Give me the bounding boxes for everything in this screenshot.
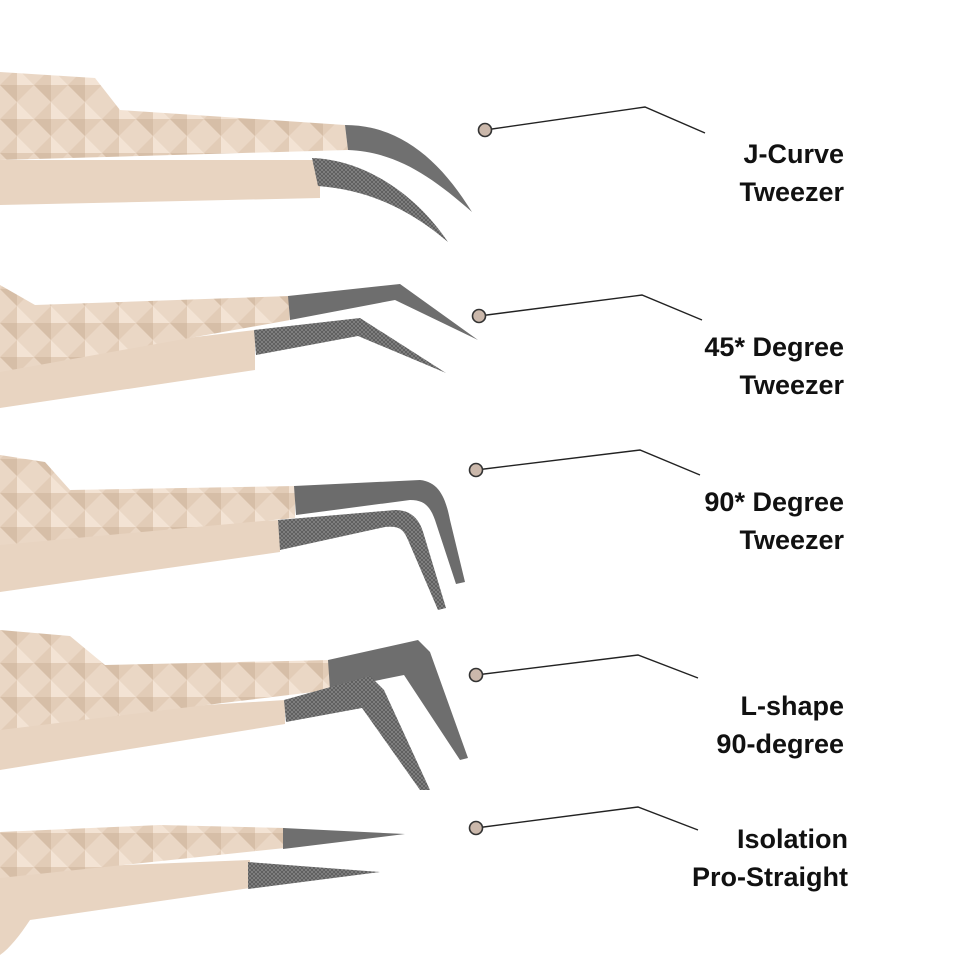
callout-line-45-degree — [478, 294, 703, 321]
label-line-1: Isolation — [736, 824, 848, 854]
tweezer-tip-upper — [288, 284, 478, 340]
label-isolation-pro-straight-tweezer: Isolation Pro-Straight — [588, 820, 848, 896]
callout-dots — [468, 122, 493, 836]
tweezer-tip-upper — [294, 480, 465, 584]
tweezer-tip-lower — [284, 676, 430, 790]
label-line-2: Pro-Straight — [691, 862, 848, 892]
callout-line-l-shape — [475, 654, 699, 679]
label-line-2: Tweezer — [739, 177, 844, 207]
callout-line-90-degree — [475, 449, 701, 476]
label-line-1: J-Curve — [743, 139, 844, 169]
label-l-shape-90-degree-tweezer: L-shape 90-degree — [584, 687, 844, 763]
tweezer-tip-upper — [283, 828, 405, 849]
callout-dot-l-shape — [468, 667, 484, 683]
isolation-pro-straight-tweezer — [0, 825, 405, 955]
callout-dot-45-degree — [471, 308, 487, 324]
j-curve-tweezer — [0, 72, 472, 242]
tweezer-handle-lower — [0, 330, 255, 408]
label-90-degree-tweezer: 90* Degree Tweezer — [584, 483, 844, 559]
label-45-degree-tweezer: 45* Degree Tweezer — [584, 328, 844, 404]
label-line-2: 90-degree — [716, 729, 844, 759]
tweezer-tip-upper — [328, 640, 468, 760]
tweezer-handle-lower — [0, 160, 320, 205]
tweezer-handle-upper — [0, 630, 330, 730]
callout-dot-j-curve — [477, 122, 493, 138]
label-line-1: 90* Degree — [704, 487, 844, 517]
callout-line-j-curve — [484, 106, 706, 134]
tweezer-handle-upper — [0, 72, 348, 160]
tweezer-handle-upper — [0, 285, 290, 372]
l-shape-90-degree-tweezer — [0, 630, 468, 790]
label-line-2: Tweezer — [739, 525, 844, 555]
tweezer-handle-lower — [0, 860, 250, 955]
tweezer-tip-lower — [254, 318, 446, 373]
label-line-1: L-shape — [740, 691, 844, 721]
label-line-1: 45* Degree — [704, 332, 844, 362]
tweezer-tip-lower — [248, 862, 380, 889]
tweezer-tip-upper — [345, 125, 472, 212]
tweezer-handle-upper — [0, 825, 285, 878]
callout-line-isolation — [475, 806, 699, 831]
callout-dot-isolation — [468, 820, 484, 836]
45-degree-tweezer — [0, 284, 478, 408]
callout-dot-90-degree — [468, 462, 484, 478]
tweezer-handle-upper — [0, 455, 295, 545]
callout-lines — [475, 106, 706, 831]
label-j-curve-tweezer: J-Curve Tweezer — [584, 135, 844, 211]
label-line-2: Tweezer — [739, 370, 844, 400]
tweezer-tip-lower — [312, 158, 448, 242]
90-degree-tweezer — [0, 455, 465, 610]
tweezer-tip-lower — [278, 510, 446, 610]
